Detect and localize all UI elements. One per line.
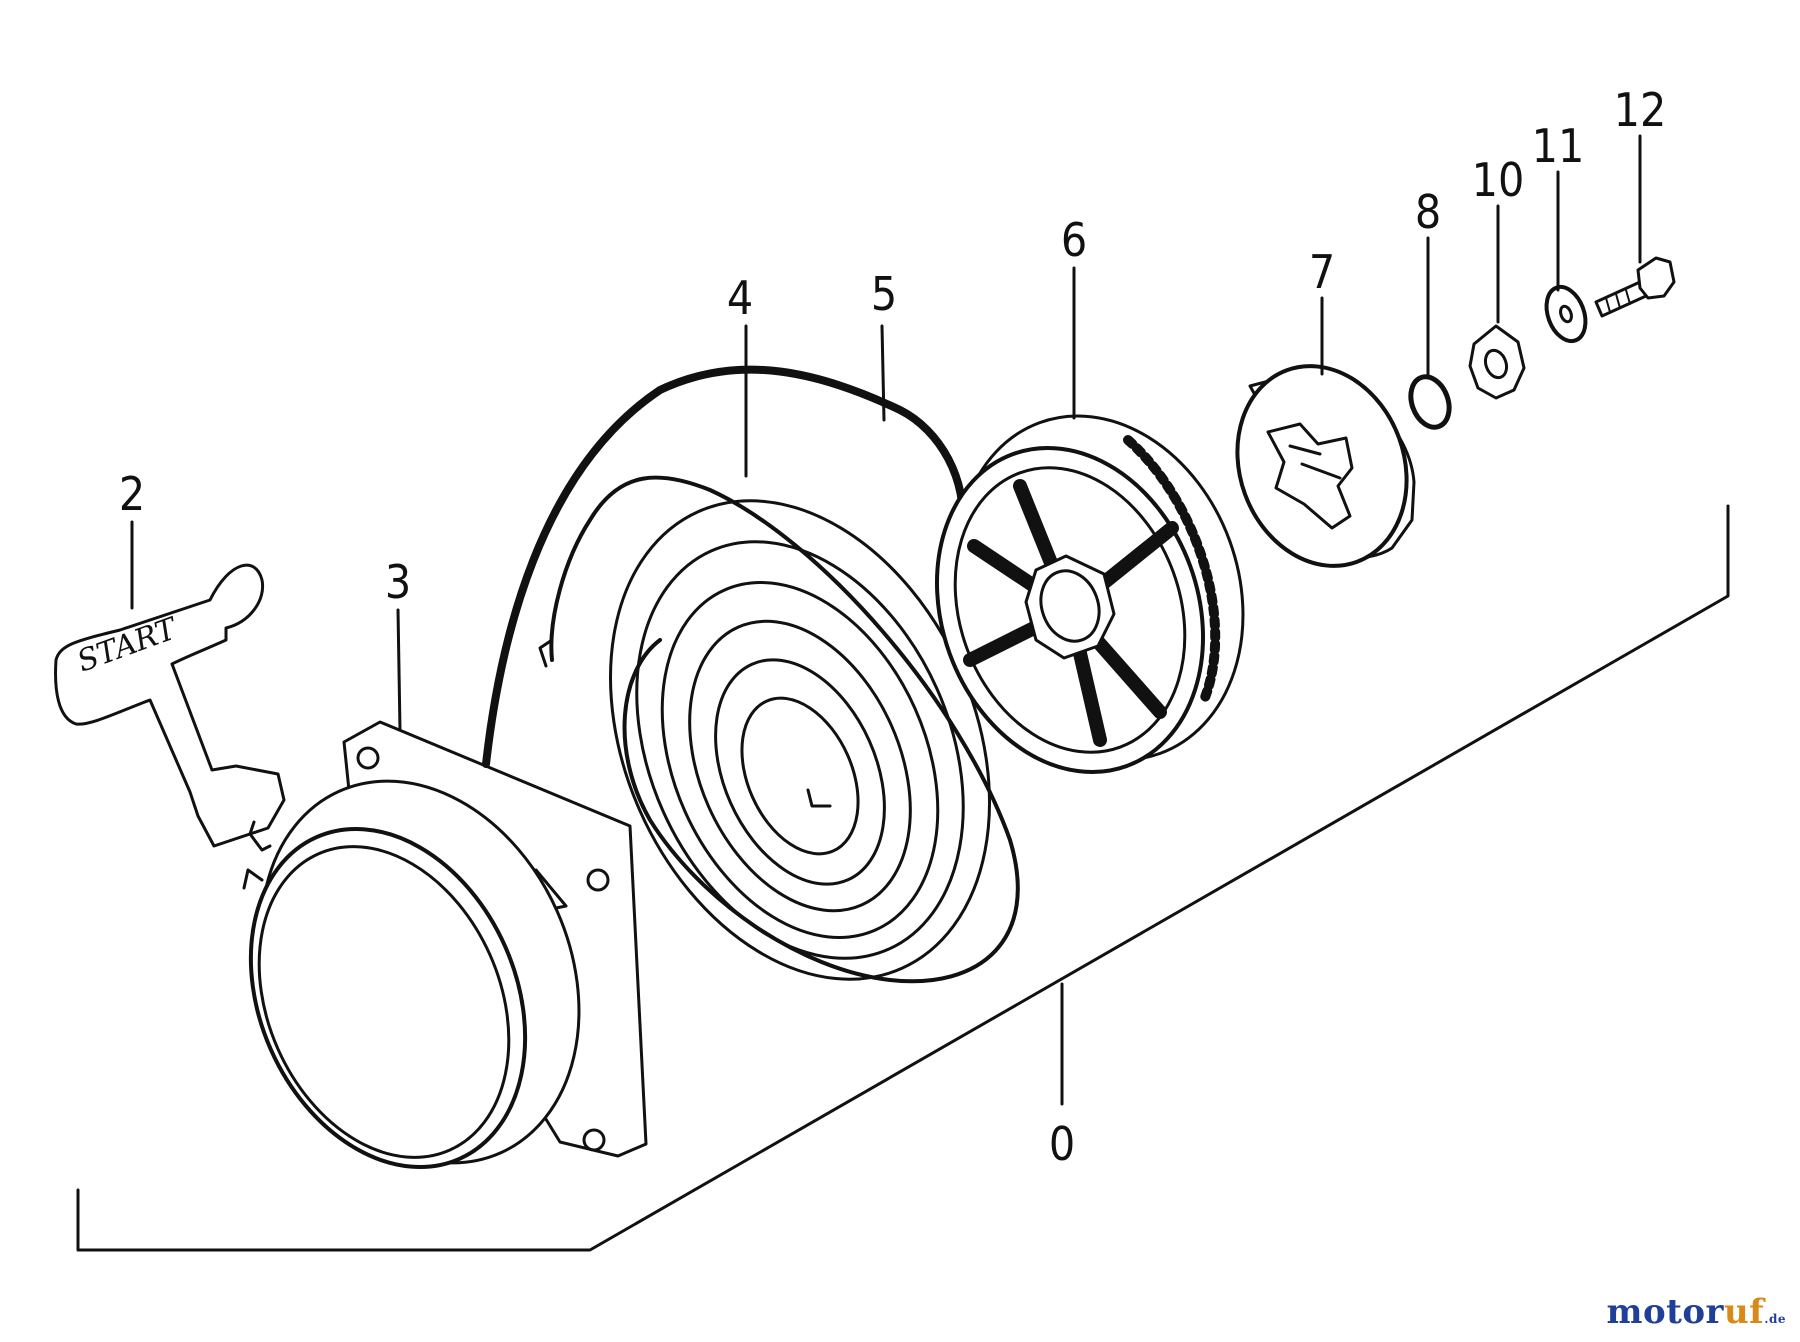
callout-0: 0: [1049, 1117, 1075, 1171]
watermark-suffix: .de: [1764, 1312, 1786, 1326]
starter-rope: [482, 365, 967, 768]
callout-3: 3: [385, 555, 411, 609]
callout-labels: 2 3 4 5 6 7 8 10 11 12 0: [119, 83, 1666, 1171]
flat-washer: [1544, 284, 1588, 344]
starter-housing: [242, 720, 648, 1170]
callout-10: 10: [1472, 153, 1525, 207]
watermark-main: motor: [1606, 1292, 1724, 1332]
callout-8: 8: [1415, 185, 1441, 239]
callout-2: 2: [119, 467, 145, 521]
watermark-accent: uf: [1723, 1292, 1765, 1332]
callout-5: 5: [871, 267, 897, 321]
assembly-bracket: [76, 504, 1730, 1252]
rope-pulley: [934, 414, 1245, 775]
hex-bolt: [1594, 256, 1676, 318]
watermark-logo: motoruf.de: [1606, 1292, 1786, 1332]
leader-lines: [130, 134, 1642, 1106]
start-handle: START: [54, 563, 286, 852]
callout-4: 4: [727, 271, 753, 325]
callout-11: 11: [1532, 119, 1585, 173]
callout-12: 12: [1614, 83, 1667, 137]
callout-7: 7: [1309, 245, 1335, 299]
ratchet-hub: [1235, 364, 1416, 568]
ratchet-plate: [1468, 324, 1526, 400]
callout-6: 6: [1061, 213, 1087, 267]
spring-washer: [1408, 374, 1452, 430]
